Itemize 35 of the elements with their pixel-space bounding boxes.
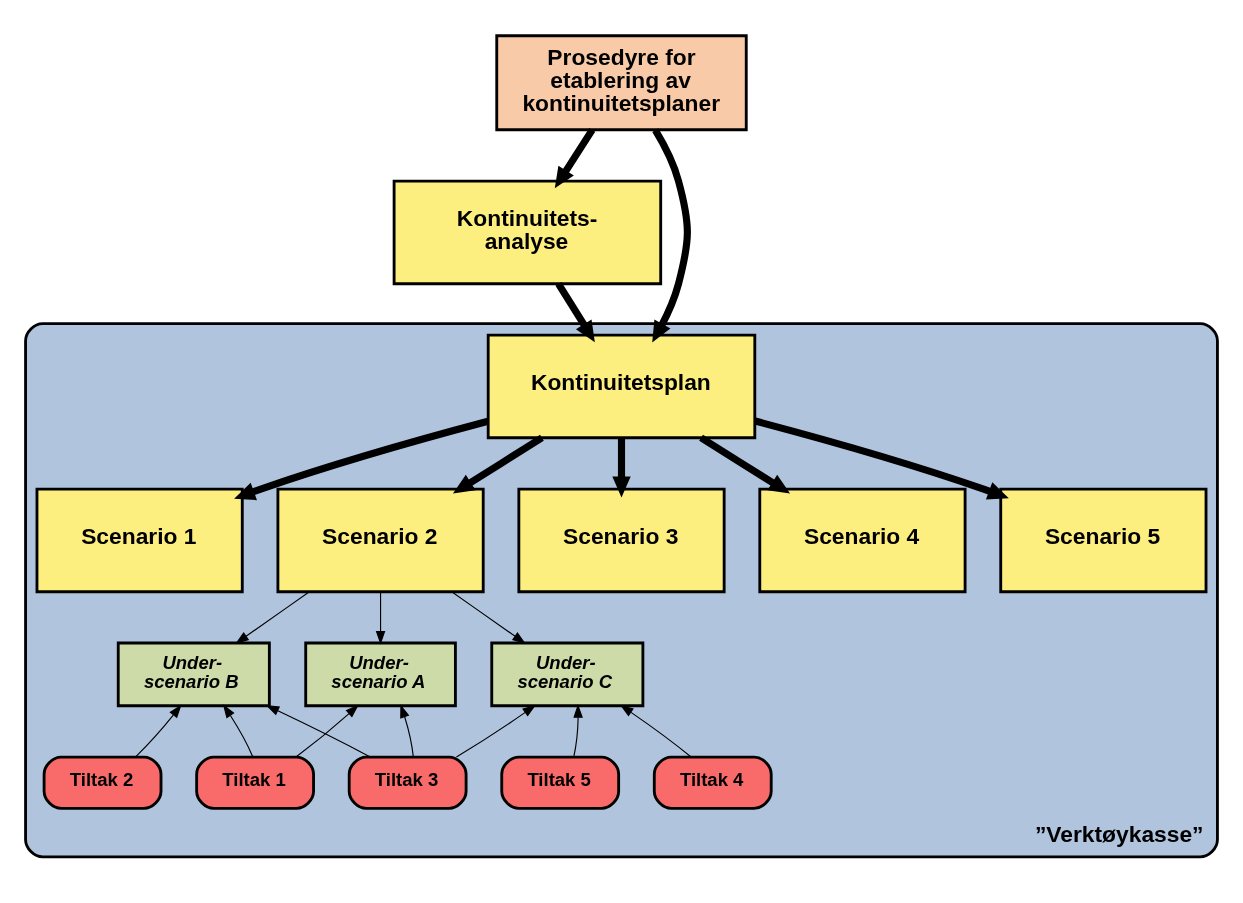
arrow	[222, 703, 254, 757]
arrow	[699, 434, 791, 494]
node-box: Kontinuitetsplan	[486, 333, 757, 439]
arrow	[455, 704, 537, 758]
node-box: Under- scenario B	[116, 641, 271, 707]
node-box: Kontinuitets- analyse	[392, 179, 663, 285]
arrow	[400, 703, 414, 757]
arrow	[554, 127, 596, 188]
node-box: Tiltak 4	[652, 755, 773, 810]
arrow	[652, 127, 691, 342]
arrow	[573, 703, 583, 757]
node-box: Scenario 2	[276, 487, 485, 593]
arrow	[754, 417, 1009, 500]
arrow	[619, 704, 692, 758]
node-box: Tiltak 5	[500, 755, 621, 810]
node-box: Scenario 3	[517, 487, 726, 593]
arrow	[451, 590, 526, 644]
node-box: Tiltak 3	[347, 755, 468, 810]
arrow	[295, 704, 359, 758]
node-box: Tiltak 2	[42, 755, 163, 810]
node-box: Prosedyre for etablering av kontinuitetsplaner	[495, 33, 748, 131]
node-box: Under- scenario A	[304, 641, 457, 707]
node-box: Scenario 4	[758, 487, 967, 593]
node-box: Scenario 1	[35, 487, 244, 593]
arrow	[234, 417, 489, 500]
arrow	[235, 590, 310, 644]
node-box: Scenario 5	[999, 487, 1208, 593]
arrow	[612, 437, 631, 497]
arrow	[555, 281, 595, 342]
arrow	[375, 590, 386, 645]
arrow	[265, 704, 371, 758]
node-box: Under- scenario C	[490, 641, 645, 707]
node-box: Tiltak 1	[195, 755, 315, 810]
arrow	[452, 434, 544, 494]
arrow	[135, 703, 182, 757]
